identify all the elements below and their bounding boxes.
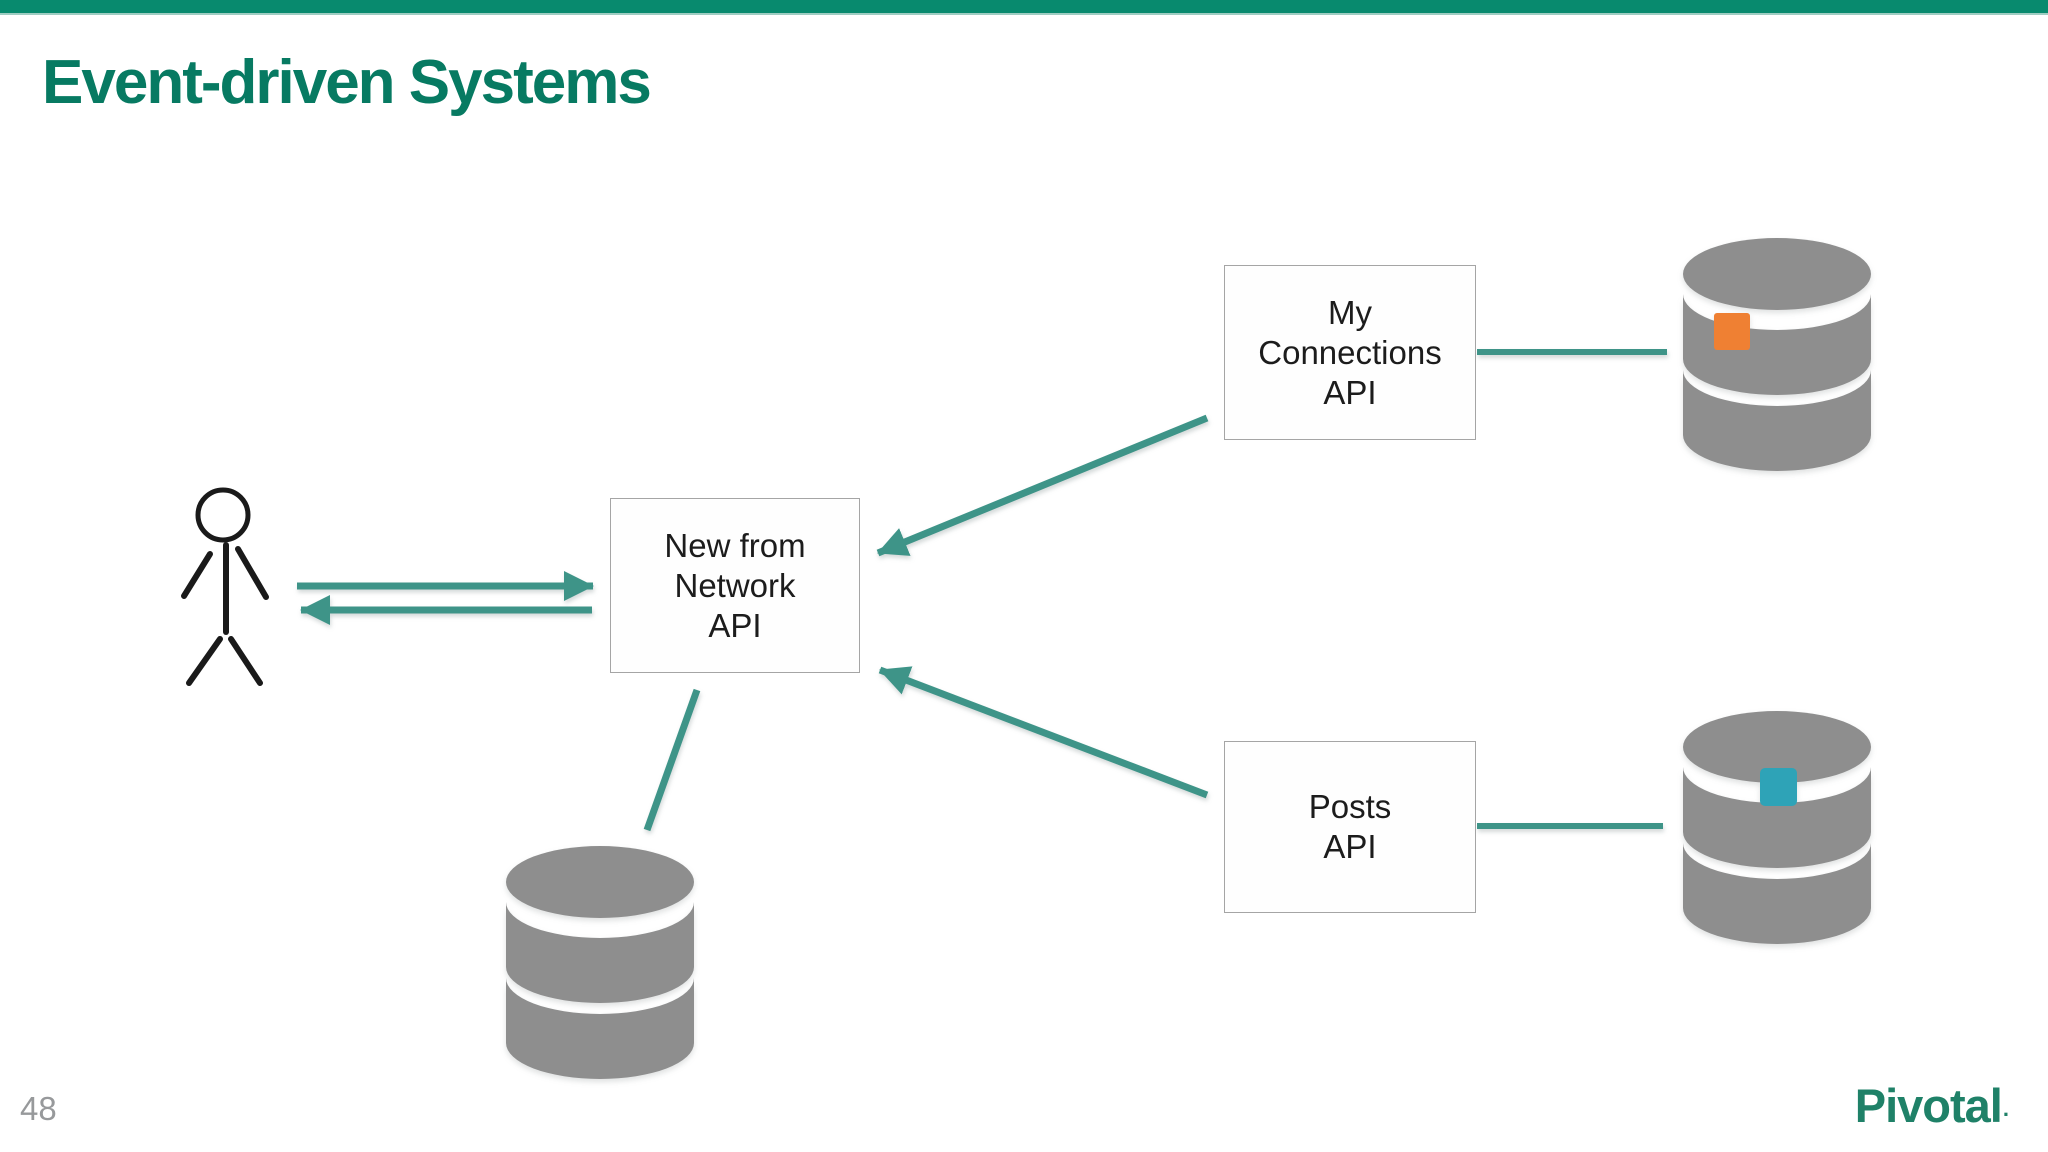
connector-network-api-to-db: [643, 688, 701, 832]
database-icon-posts: [1683, 711, 1871, 944]
node-my-connections-api: My Connections API: [1224, 265, 1476, 440]
node-new-from-network-api: New from Network API: [610, 498, 860, 673]
node-label: Posts API: [1308, 788, 1392, 865]
orange-square-marker: [1714, 313, 1750, 350]
arrow-connections-api-to-network-api: [876, 414, 1209, 557]
top-accent-bar: [0, 0, 2048, 15]
pivotal-logo-text: Pivotal: [1854, 1079, 2003, 1132]
arrow-posts-api-to-network-api: [878, 666, 1209, 799]
person-icon: [181, 487, 269, 686]
teal-square-marker: [1760, 768, 1797, 806]
node-label: New from Network API: [664, 526, 806, 644]
database-icon-network-feed: [506, 846, 694, 1079]
database-icon-connections: [1683, 238, 1871, 471]
page-number: 48: [20, 1090, 57, 1127]
pivotal-logo-mark: .: [2002, 1096, 2009, 1121]
node-posts-api: Posts API: [1224, 741, 1476, 913]
node-label: My Connections API: [1258, 293, 1442, 411]
pivotal-logo: Pivotal.: [1854, 1078, 2009, 1133]
slide-title: Event-driven Systems: [42, 48, 652, 117]
